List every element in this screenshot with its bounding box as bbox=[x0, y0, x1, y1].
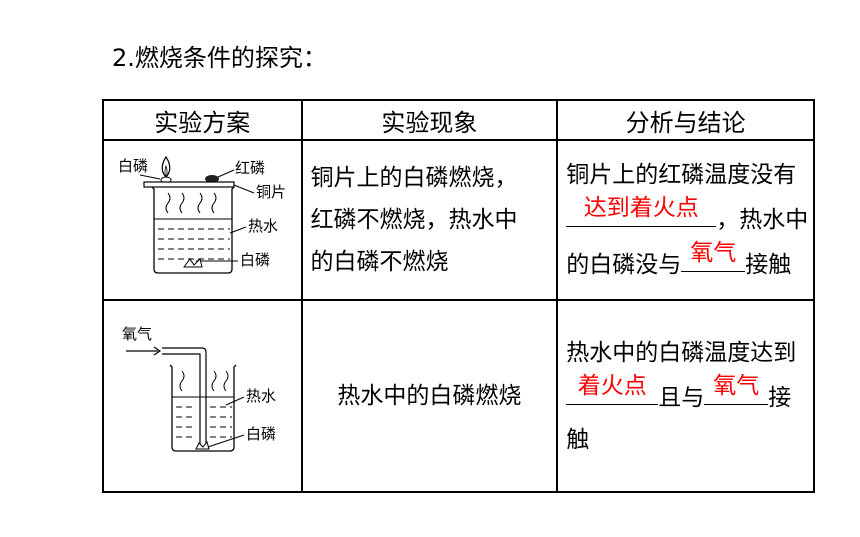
phenomenon-line: 铜片上的白磷燃烧， bbox=[310, 165, 518, 191]
experiment-table: 实验方案 实验现象 分析与结论 白磷 红磷 铜片 热水 白磷 bbox=[102, 99, 815, 493]
flame-icon bbox=[161, 155, 171, 178]
copper-plate-apparatus-diagram: 白磷 红磷 铜片 热水 白磷 bbox=[118, 155, 286, 274]
oxygen-tube-shape bbox=[162, 347, 207, 445]
experiment-diagram-cell-1: 白磷 红磷 铜片 热水 白磷 bbox=[102, 139, 303, 301]
phenomenon-line: 红磷不燃烧，热水中 bbox=[310, 207, 518, 233]
header-plan: 实验方案 bbox=[102, 99, 303, 141]
beaker-shape bbox=[169, 364, 237, 452]
phenomenon-cell-2: 热水中的白磷燃烧 bbox=[300, 299, 559, 493]
experiment-diagram-cell-2: 氧气 热水 白磷 bbox=[102, 299, 303, 493]
label-red-phosphorus: 红磷 bbox=[235, 159, 265, 177]
conclusion-text: ，热水中 bbox=[716, 207, 809, 233]
answer-ignition-point: 着火点 bbox=[577, 372, 647, 399]
white-phosphorus-shape bbox=[195, 440, 210, 450]
copper-plate-shape bbox=[143, 181, 235, 188]
answer-blank: 氧气 bbox=[704, 372, 769, 405]
label-hot-water: 热水 bbox=[248, 217, 278, 235]
answer-blank: 达到着火点 bbox=[566, 195, 717, 227]
section-title: 2.燃烧条件的探究： bbox=[112, 44, 327, 72]
phenomenon-line: 热水中的白磷燃烧 bbox=[337, 383, 522, 409]
conclusion-text: 接触 bbox=[745, 252, 792, 278]
conclusion-text: 的白磷没与 bbox=[566, 252, 682, 278]
conclusion-cell-1: 铜片上的红磷温度没有 达到着火点 ，热水中 的白磷没与氧气接触 bbox=[556, 139, 815, 301]
label-white-phosphorus-top: 白磷 bbox=[118, 157, 148, 175]
label-hot-water: 热水 bbox=[246, 387, 276, 405]
phenomenon-cell-1: 铜片上的白磷燃烧， 红磷不燃烧，热水中 的白磷不燃烧 bbox=[300, 139, 559, 301]
answer-ignition-point: 达到着火点 bbox=[583, 195, 699, 221]
conclusion-line: 铜片上的红磷温度没有 bbox=[566, 162, 797, 188]
label-oxygen: 氧气 bbox=[122, 325, 152, 343]
oxygen-tube-apparatus-diagram: 氧气 热水 白磷 bbox=[122, 325, 276, 452]
label-white-phosphorus: 白磷 bbox=[246, 425, 276, 443]
answer-blank: 氧气 bbox=[681, 240, 746, 272]
header-conclusion: 分析与结论 bbox=[556, 99, 815, 141]
table-row: 氧气 热水 白磷 bbox=[102, 299, 815, 493]
table-header-row: 实验方案 实验现象 分析与结论 bbox=[102, 99, 815, 141]
table-row: 白磷 红磷 铜片 热水 白磷 bbox=[102, 139, 815, 301]
conclusion-line: 热水中的白磷温度达到 bbox=[566, 339, 797, 366]
conclusion-text: 接触 bbox=[566, 384, 792, 453]
red-phosphorus-shape bbox=[205, 175, 219, 183]
header-phenomenon: 实验现象 bbox=[300, 99, 559, 141]
phenomenon-line: 的白磷不燃烧 bbox=[310, 249, 449, 275]
answer-oxygen: 氧气 bbox=[690, 240, 737, 266]
answer-oxygen: 氧气 bbox=[713, 372, 760, 399]
beaker-shape bbox=[151, 186, 235, 274]
answer-blank: 着火点 bbox=[566, 372, 659, 405]
white-phosphorus-water-shape bbox=[183, 258, 203, 268]
label-copper-plate: 铜片 bbox=[256, 183, 286, 201]
conclusion-cell-2: 热水中的白磷温度达到 着火点且与氧气接触 bbox=[556, 299, 815, 493]
label-white-phosphorus-bottom: 白磷 bbox=[240, 251, 270, 269]
conclusion-text: 且与 bbox=[658, 384, 705, 411]
